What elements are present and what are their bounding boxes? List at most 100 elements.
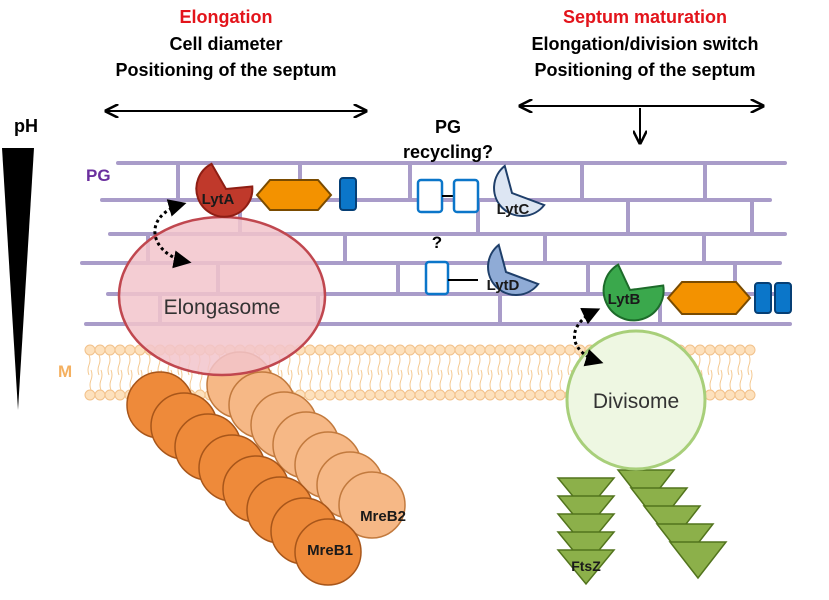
lipid-head [454,344,466,356]
membrane-label: M [58,362,72,381]
lytc-protein: LytC [416,164,546,218]
lipid-head [364,344,376,356]
lipid-head [714,389,726,401]
lipid-head [114,344,126,356]
lipid-head [334,389,346,401]
lipid-head [94,389,106,401]
lyta-protein: LytA [195,162,357,218]
lipid-head [704,344,716,356]
lyta-catalytic-domain [255,179,333,211]
lipid-head [694,344,706,356]
ftsz-subunit [556,531,616,568]
lytb-label: LytB [608,291,641,308]
lipid-head [334,344,346,356]
lipid-head [464,389,476,401]
ftsz-subunit [556,477,616,514]
lipid-head [384,389,396,401]
right-title: Septum maturation [563,7,727,27]
lipid-head [424,344,436,356]
left-line1: Cell diameter [169,34,282,54]
lipid-head [744,389,756,401]
ph-label: pH [14,116,38,136]
elongasome-label: Elongasome [164,296,281,319]
lipid-head [314,344,326,356]
lyta-label: LytA [202,191,235,208]
mreb1-label: MreB1 [307,542,353,559]
lipid-head [454,389,466,401]
lipid-head [84,389,96,401]
lipid-head [414,389,426,401]
lipid-head [554,389,566,401]
lytb-binding-domain-1 [754,282,772,314]
lipid-head [114,389,126,401]
lipid-head [724,389,736,401]
mreb2-subunit [338,471,406,539]
lipid-head [554,344,566,356]
pg-recycling-line1: PG [435,117,461,137]
pg-label: PG [86,166,111,185]
lipid-head [474,389,486,401]
lipid-head [374,389,386,401]
lipid-head [504,389,516,401]
lipid-head [304,344,316,356]
lytc-label: LytC [497,201,530,218]
lipid-head [444,344,456,356]
ftsz-subunit [556,549,616,586]
lipid-head [484,344,496,356]
mreb1-subunit [294,518,362,586]
lipid-head [544,344,556,356]
lipid-head [394,389,406,401]
lipid-head [364,389,376,401]
lipid-head [324,389,336,401]
ftsz-subunit [668,541,728,580]
lipid-head [324,344,336,356]
lipid-head [374,344,386,356]
lipid-head [514,344,526,356]
lytb-protein: LytB [602,263,792,322]
ftsz-subunit [556,495,616,532]
lipid-head [524,344,536,356]
lipid-head [394,344,406,356]
lyta-binding-domain [339,177,357,211]
lipid-head [734,344,746,356]
lipid-head [494,389,506,401]
lytb-binding-domain-2 [774,282,792,314]
lipid-head [534,344,546,356]
lipid-head [724,344,736,356]
pg-recycling-line2: recycling? [403,142,493,162]
lipid-head [714,344,726,356]
lipid-head [704,389,716,401]
lipid-head [514,389,526,401]
lipid-head [344,344,356,356]
lipid-head [104,344,116,356]
lipid-head [434,344,446,356]
lipid-head [524,389,536,401]
lipid-head [94,344,106,356]
lipid-head [484,389,496,401]
lipid-head [84,344,96,356]
lipid-head [444,389,456,401]
lipid-head [564,344,576,356]
lipid-head [344,389,356,401]
ftsz-filament [556,469,728,586]
lipid-head [734,389,746,401]
ftsz-subunit [556,513,616,550]
lipid-head [404,389,416,401]
lytb-divisome-interaction-arrow [573,307,604,367]
lipid-head [314,389,326,401]
lipid-head [424,389,436,401]
lipid-head [354,389,366,401]
lipid-head [414,344,426,356]
lipid-head [104,389,116,401]
question-mark: ? [432,233,442,252]
lipid-head [124,344,136,356]
lipid-head [354,344,366,356]
lyta-elongasome-interaction-arrow [153,199,192,269]
lipid-head [504,344,516,356]
left-line2: Positioning of the septum [116,60,337,80]
lipid-head [404,344,416,356]
lipid-head [474,344,486,356]
lytb-catalytic-domain [666,281,752,315]
ftsz-label: FtsZ [571,558,601,574]
